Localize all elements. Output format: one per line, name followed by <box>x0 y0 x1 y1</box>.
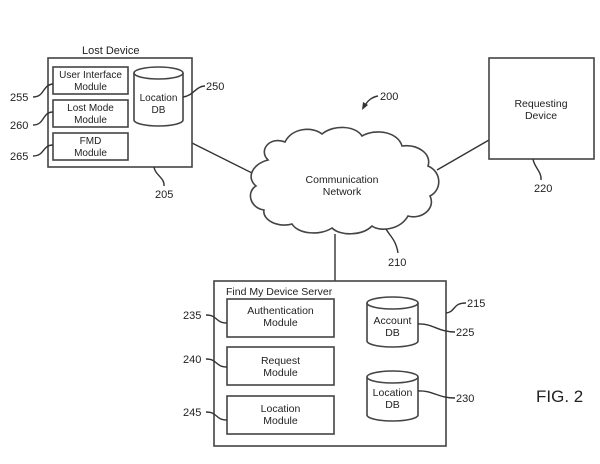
device-label: Device <box>525 110 557 122</box>
ref-number: 230 <box>456 393 474 405</box>
ref-number: 255 <box>10 92 28 104</box>
ref-number: 220 <box>534 183 552 195</box>
ref-number: 205 <box>155 189 173 201</box>
ref-number: 245 <box>183 407 201 419</box>
server-title: Find My Device Server <box>226 286 333 298</box>
ref-number: 265 <box>10 151 28 163</box>
lost-device-title: Lost Device <box>82 45 139 57</box>
db-label: DB <box>385 327 400 339</box>
server-module: Authentication Module <box>226 298 335 338</box>
lost-device-module: FMD Module <box>52 132 129 161</box>
lost-device-module: Lost Mode Module <box>52 99 129 128</box>
module-label: Module <box>263 415 298 427</box>
network-label: Communication <box>306 174 379 186</box>
ref-number: 240 <box>183 354 201 366</box>
location-db-cylinder: Location DB <box>366 370 419 422</box>
ref-number: 210 <box>388 257 406 269</box>
db-label: DB <box>152 105 166 116</box>
module-label: Module <box>74 82 107 93</box>
module-label: Module <box>74 148 107 159</box>
network-label: Network <box>323 186 362 198</box>
db-label: Account <box>374 315 412 327</box>
module-label: FMD <box>80 136 102 147</box>
location-db-cylinder: Location DB <box>133 66 184 127</box>
ref-number: 235 <box>183 310 201 322</box>
ref-number: 250 <box>206 81 224 93</box>
figure-label: FIG. 2 <box>536 387 583 406</box>
lost-device: Lost Device User Interface Module Lost M… <box>10 45 224 201</box>
ref-number: 215 <box>467 298 485 310</box>
server-module: Location Module <box>226 395 335 435</box>
module-label: Location <box>261 403 301 415</box>
db-label: Location <box>140 93 178 104</box>
requesting-device-box <box>488 57 595 160</box>
ref-number: 200 <box>380 91 398 103</box>
link-lost-device-network <box>191 142 263 179</box>
db-label: DB <box>385 399 400 411</box>
db-label: Location <box>373 387 413 399</box>
communication-network-cloud: Communication Network 210 <box>249 126 440 269</box>
link-network-requesting-device <box>436 139 490 171</box>
module-label: Authentication <box>247 305 314 317</box>
find-my-device-server: Find My Device Server Authentication Mod… <box>183 280 485 447</box>
lost-device-module: User Interface Module <box>52 66 129 95</box>
module-label: User Interface <box>59 70 122 81</box>
account-db-cylinder: Account DB <box>366 296 419 348</box>
module-label: Request <box>261 355 300 367</box>
module-label: Module <box>263 367 298 379</box>
server-module: Request Module <box>226 346 335 386</box>
device-label: Requesting <box>514 98 567 110</box>
ref-number: 225 <box>456 327 474 339</box>
ref-number: 260 <box>10 120 28 132</box>
requesting-device: Requesting Device 220 <box>488 57 595 195</box>
module-label: Module <box>263 317 298 329</box>
module-label: Lost Mode <box>67 103 114 114</box>
module-label: Module <box>74 115 107 126</box>
system-ref: 200 <box>362 91 398 110</box>
